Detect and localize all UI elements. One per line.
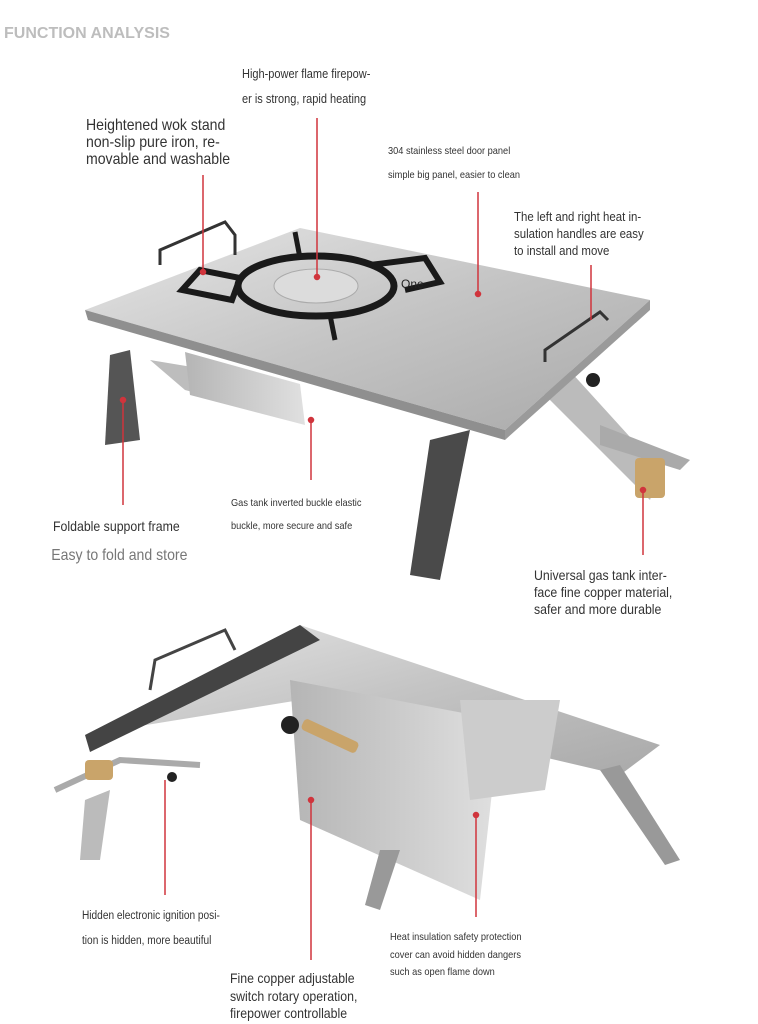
gas-box [185,352,305,425]
front-leg [410,430,470,580]
callout-wok-stand: Heightened wok stand non-slip pure iron,… [86,117,230,168]
product-label: One [401,277,424,291]
panel-edge [85,625,320,752]
callout-text: safer and more durable [534,601,662,617]
callout-text: Foldable support frame [53,518,180,534]
heat-shield-cover [290,680,500,900]
switch-knob [281,716,299,734]
copper-valve [301,719,359,753]
callout-text: cover can avoid hidden dangers [390,948,521,961]
callout-text: High-power flame firepow- [242,67,371,81]
callout-text: such as open flame down [390,966,495,978]
steel-panel [85,228,650,430]
callout-text: non-slip pure iron, re- [86,134,220,151]
callout-text: sulation handles are easy [514,226,644,241]
stove-top-view [85,220,690,580]
copper-connector [635,458,665,498]
callout-text: Universal gas tank inter- [534,567,667,583]
callout-text: Hidden electronic ignition posi- [82,910,220,922]
callout-text: The left and right heat in- [514,209,642,224]
callout-text: er is strong, rapid heating [242,91,367,106]
callout-ignition: Hidden electronic ignition posi- tion is… [82,910,220,947]
section-title: FUNCTION ANALYSIS [4,25,170,42]
callout-flame: High-power flame firepow- er is strong, … [242,68,370,105]
callout-text: face fine copper material, [534,584,673,600]
callout-handles: The left and right heat in- sulation han… [514,208,644,259]
callout-text: tion is hidden, more beautiful [82,934,212,947]
callout-lines [119,118,647,960]
callout-panel: 304 stainless steel door panel simple bi… [388,146,520,180]
callout-text: firepower controllable [230,1005,348,1021]
callout-text: switch rotary operation, [230,987,358,1004]
callout-text: buckle, more secure and safe [231,519,353,532]
callout-text: Heightened wok stand [86,117,226,134]
callout-subtext: Easy to fold and store [51,547,188,564]
callout-text: 304 stainless steel door panel [388,145,511,157]
callout-frame: Foldable support frame Easy to fold and … [51,518,188,564]
callout-text: to install and move [514,243,610,258]
callout-gas-interface: Universal gas tank inter- face fine copp… [534,567,672,618]
knob [586,373,600,387]
callout-text: Heat insulation safety protection [390,931,522,943]
callout-text: Gas tank inverted buckle elastic [231,497,362,509]
callout-buckle: Gas tank inverted buckle elastic buckle,… [231,498,361,531]
callout-text: Fine copper adjustable [230,970,355,986]
callout-cover: Heat insulation safety protection cover … [390,929,521,982]
callout-text: movable and washable [86,151,231,168]
callout-copper-switch: Fine copper adjustable switch rotary ope… [230,970,357,1023]
burner [273,268,359,304]
stove-bottom-view [53,625,680,910]
callout-text: simple big panel, easier to clean [388,168,521,181]
